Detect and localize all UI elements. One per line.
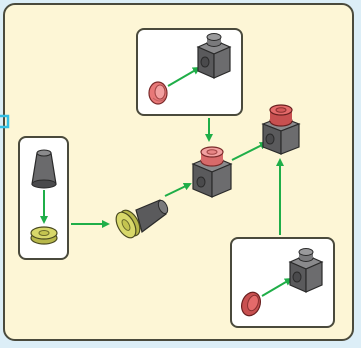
arrow-main-brick-to-final [231, 142, 268, 161]
dark-gray-brick-part-bottom [288, 248, 324, 293]
yellow-round-plate-part [30, 226, 58, 245]
arrow-plate-to-brick-top [167, 66, 201, 87]
main-brick-with-red-plate [191, 146, 233, 198]
cone-with-yellow-plate-assembly [115, 199, 169, 239]
arrow-plate-to-brick-bottom [261, 277, 293, 297]
red-round-plate-part-bottom [240, 291, 262, 317]
final-brick-with-red-plate [261, 104, 301, 155]
arrow-cone-to-main-brick [164, 182, 192, 197]
dark-gray-brick-part [196, 33, 232, 79]
red-round-plate-part [148, 81, 168, 105]
callout-connector-line [0, 114, 10, 129]
dark-gray-cone-part [31, 149, 57, 189]
